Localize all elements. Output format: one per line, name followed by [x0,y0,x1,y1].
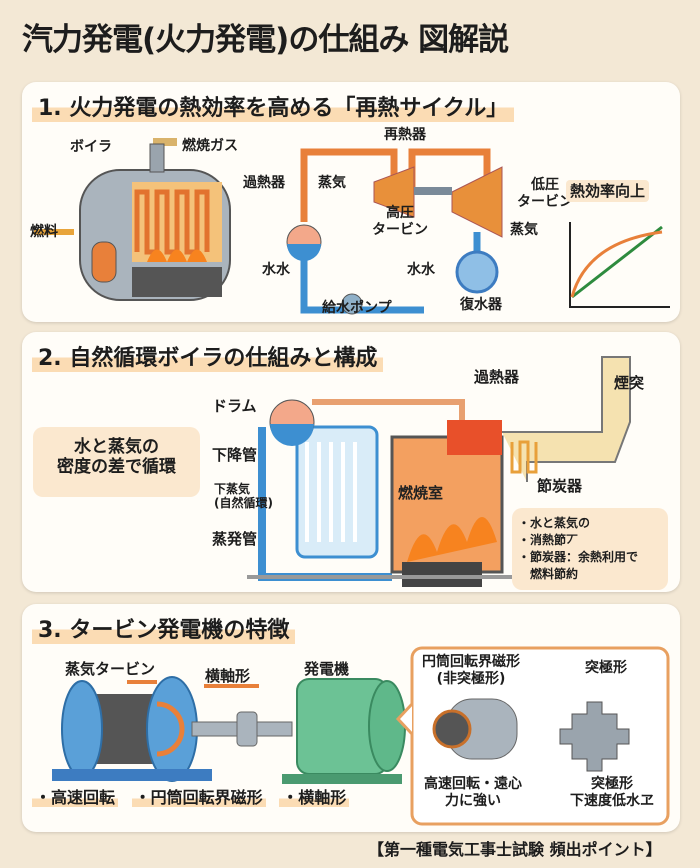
graph-axes [569,222,670,308]
label-feed-pump: 給水ポンプ [322,300,392,316]
note-line: ・節炭器：余熱利用で [518,550,639,564]
label-economizer: 節炭器 [537,477,583,495]
label-water-2: 水水 [407,262,435,278]
footer-exam-note: 【第一種電気工事士試験 頻出ポイント】 [368,840,662,859]
coupling [236,711,258,747]
lp-turbine [451,166,503,238]
label-fuel: 燃料 [30,224,58,240]
note-line: 燃料節約 [518,567,579,581]
turbine-base [52,769,212,781]
label-condenser: 復水器 [460,297,502,313]
section-turbine-generator: 3. タービン発電機の特徴 蒸気タービン 横軸形 発電機 円筒回転界磁形 (非突… [22,604,680,832]
section-natural-circulation-boiler: 2. 自然循環ボイラの仕組みと構成 水と蒸気の 密度の差で循環 ドラム 下降管 … [22,332,680,592]
flue-duct [502,356,631,482]
turbine-casing-right [146,676,198,782]
bullet-cylindrical: ・円筒回転界磁形 [131,788,266,807]
generator-base [282,774,402,784]
chimney [149,143,165,173]
superheater [447,420,502,455]
steam-pipe [312,399,465,422]
fuel-port [91,241,117,283]
label-steam-turbine: 蒸気タービン [65,660,156,678]
turbine-generator-diagram [52,646,670,826]
note-line: ・消熱節丆 [518,533,579,547]
bullet-horizontal: ・横軸形 [279,788,350,807]
label-downcomer: 下降管 [212,446,258,464]
shaft [414,187,452,195]
flame-icon [407,517,497,562]
boiler-tubes [134,189,210,255]
label-lp-turbine: 低圧 タービン [517,177,573,210]
label-steam-2: 蒸気 [510,222,538,238]
rotor-callout-box [410,646,670,826]
label-water-1: 水水 [262,262,290,278]
section2-heading: 2. 自然循環ボイラの仕組みと構成 [32,340,384,372]
section1-heading: 1. 火力発電の熱効率を高める「再熱サイクル」 [32,90,515,122]
burner [402,562,482,587]
condenser [455,250,499,294]
ash-hopper [132,267,222,297]
natural-circulation-diagram [247,356,631,587]
label-boiler: ボイラ [70,139,112,155]
feed-pump [341,293,363,315]
section3-heading: 3. タービン発電機の特徴 [32,612,296,644]
reheat-cycle-diagram [34,138,670,315]
economizer-notes: ・水と蒸気の ・消熱節丆 ・節炭器：余熱利用で 燃料節約 [512,508,668,590]
label-chimney: 煙突 [614,374,645,392]
label-efficiency-up: 熱効率向上 [566,180,650,202]
label-cylindrical-rotor: 円筒回転界磁形 (非突極形) [422,654,520,687]
generator-end [368,680,406,772]
flame-icon [147,249,207,262]
label-horizontal-axis: 横軸形 [205,667,251,685]
density-callout: 水と蒸気の 密度の差で循環 [33,427,200,497]
label-steam-1: 蒸気 [318,175,346,191]
salient-pole-rotor [559,701,630,772]
label-salient-pole: 突極形 [585,660,627,676]
economizer [510,440,538,474]
bullet-high-speed: ・高速回転 [32,788,119,807]
label-reheater: 再熱器 [384,127,426,143]
feature-bullets: ・高速回転 ・円筒回転界磁形 ・横軸形 [32,788,350,807]
rotation-arrow-icon [156,701,185,757]
graph-line-reheat [570,230,663,298]
turbine-casing-left [61,680,103,778]
label-drum: ドラム [212,397,257,415]
label-generator: 発電機 [304,660,350,678]
note-line: ・水と蒸気の [518,516,591,530]
salient-note: 突極形 下速度低水ヱ [570,776,654,809]
label-hp-turbine: 高圧 タービン [372,205,428,238]
label-superheater: 過熱器 [474,368,520,386]
label-furnace: 燃焼室 [398,484,444,502]
hp-turbine [373,166,415,218]
section-reheat-cycle: 1. 火力発電の熱効率を高める「再熱サイクル」 ボイラ 燃焼ガス 燃料 過熱器 … [22,82,680,322]
label-natural-circulation: 下蒸気 (自然循環) [214,482,273,511]
double-arrow-icon [127,680,259,688]
cylindrical-note: 高速回転・遠心 力に強い [424,776,522,809]
label-flue-gas: 燃焼ガス [182,138,238,154]
water-pipe [300,232,481,314]
label-superheater: 過熱器 [243,175,285,191]
graph-line-base [571,225,663,299]
label-evaporator: 蒸発管 [212,530,258,548]
page-title: 汽力発電(火力発電)の仕組み 図解説 [22,22,509,58]
